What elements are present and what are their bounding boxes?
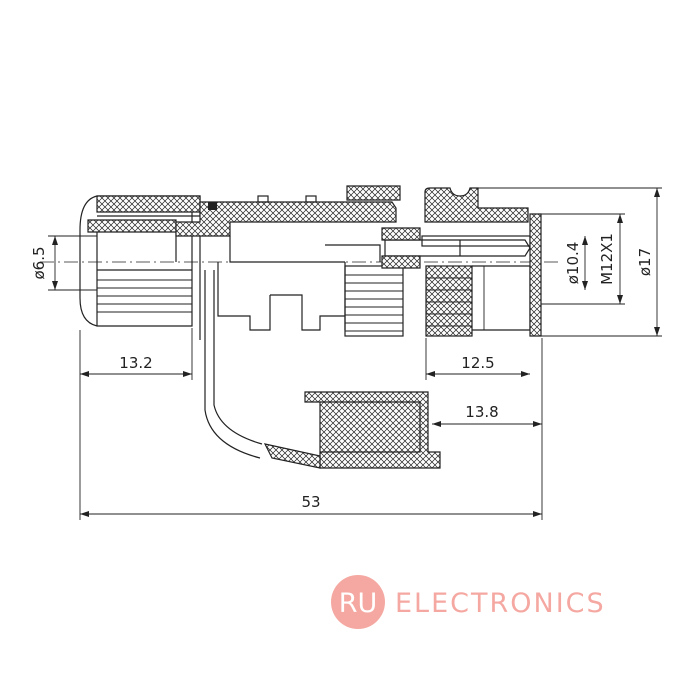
cable-gland — [79, 195, 201, 327]
contact-pin — [381, 227, 531, 269]
outer-diameter-label: ø17 — [636, 248, 654, 276]
dust-cap — [263, 391, 441, 469]
cap-offset-label: 13.8 — [465, 403, 498, 421]
cable-diameter-label: ø6.5 — [30, 246, 48, 279]
watermark-badge-text: RU — [339, 588, 378, 619]
watermark-badge — [331, 575, 385, 629]
dimension-lines — [48, 187, 662, 520]
overall-length-label: 53 — [301, 493, 320, 511]
gland-length-label: 13.2 — [119, 354, 152, 372]
front-shell — [421, 187, 542, 337]
watermark: RU ELECTRONICS — [331, 575, 606, 629]
body-shell — [175, 195, 397, 340]
cable-strap — [204, 270, 263, 459]
thread-spec-label: M12X1 — [598, 233, 616, 285]
thread-length-label: 12.5 — [461, 354, 494, 372]
watermark-text: ELECTRONICS — [395, 588, 606, 619]
knurled-ring — [325, 185, 404, 337]
inner-diameter-label: ø10.4 — [564, 242, 582, 285]
